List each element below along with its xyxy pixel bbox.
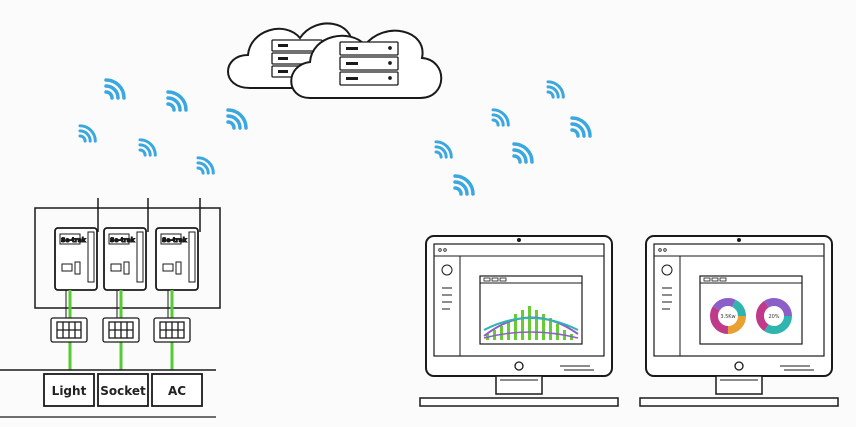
wifi-signals-left [78,78,248,175]
wifi-icon [226,108,248,130]
wifi-icon [138,138,157,157]
load-socket: Socket [97,373,149,407]
wifi-icon [104,78,126,100]
wifi-icon [570,116,592,138]
se-trak-device-1: Se-trak [54,227,98,291]
mini-chart [483,306,579,340]
load-label: AC [168,384,186,398]
se-trak-device-2: Se-trak [103,227,147,291]
wifi-icon [491,108,510,127]
donut-center-label: 20% [768,314,779,320]
panel-enclosure [34,207,221,309]
electrical-panel: Se-trak Se-trak Se-trak [0,198,221,418]
cloud-server [227,22,443,99]
wifi-signals-right [434,80,592,196]
circuit-breaker-2 [102,317,140,343]
wifi-icon [512,142,534,164]
load-label: Light [52,384,87,398]
mini-bar [535,310,538,340]
wifi-icon [78,124,97,143]
mini-bar [542,314,545,340]
circuit-breaker-1 [50,317,88,343]
wifi-icon [546,80,565,99]
monitor-dashboard-chart [419,235,619,407]
device-label: Se-trak [110,237,136,244]
wifi-icon [166,90,188,112]
device-label: Se-trak [162,237,188,244]
mini-bar [556,324,559,340]
wifi-icon [196,156,215,175]
wifi-icon [453,174,475,196]
load-label: Socket [100,384,146,398]
mini-bar [500,326,503,340]
load-ac: AC [151,373,203,407]
mini-bar [528,306,531,340]
mini-bar [507,320,510,340]
se-trak-device-3: Se-trak [155,227,199,291]
circuit-breaker-3 [153,317,191,343]
monitor-dashboard-donuts: 3.5Kw 20% [639,235,839,407]
donut-chart-right: 20% [756,298,792,334]
mini-bar [514,314,517,340]
donut-chart-left: 3.5Kw [710,298,746,334]
mini-bar [549,318,552,340]
green-wires [68,290,174,370]
server-rack-front [339,41,399,86]
mini-bar [521,310,524,340]
load-boxes: Light Socket AC [43,373,203,407]
load-light: Light [43,373,95,407]
wifi-icon [434,140,453,159]
device-label: Se-trak [61,237,87,244]
donut-center-label: 3.5Kw [720,314,735,320]
